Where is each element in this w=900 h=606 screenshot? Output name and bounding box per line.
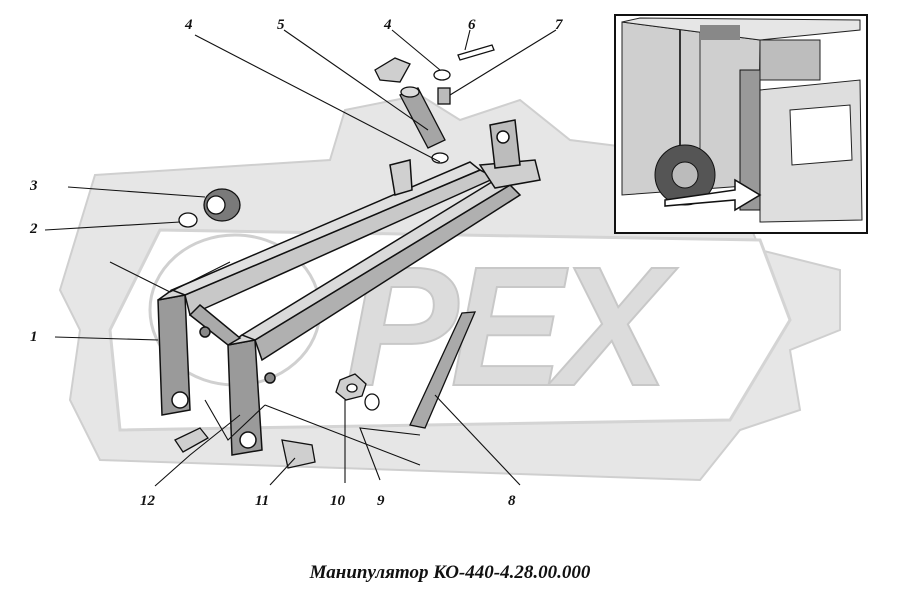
- diagram-caption: Манипулятор КО-440-4.28.00.000: [309, 562, 591, 583]
- leader-lines: [44, 29, 557, 487]
- callout-10: 10: [330, 493, 345, 509]
- callout-6: 6: [468, 17, 476, 33]
- callout-9: 9: [377, 493, 385, 509]
- fitting-and-bolt: [174, 427, 316, 469]
- plate-part: [409, 311, 477, 429]
- callout-3: 3: [30, 178, 38, 194]
- callout-11: 11: [255, 493, 270, 509]
- callout-2: 2: [30, 221, 38, 237]
- callout-5: 5: [277, 17, 285, 33]
- callout-8: 8: [508, 493, 516, 509]
- inset-truck-view: [614, 14, 868, 234]
- callout-4-left: 4: [185, 17, 193, 33]
- roller-and-washer: [178, 188, 241, 228]
- callout-4-right: 4: [384, 17, 392, 33]
- nut-and-washer: [335, 373, 380, 411]
- top-small-parts: [374, 44, 495, 105]
- manipulator-frame: [157, 119, 541, 456]
- callout-7: 7: [555, 17, 563, 33]
- callout-12: 12: [140, 493, 155, 509]
- callout-1: 1: [30, 329, 38, 345]
- watermark-inner: [108, 228, 792, 432]
